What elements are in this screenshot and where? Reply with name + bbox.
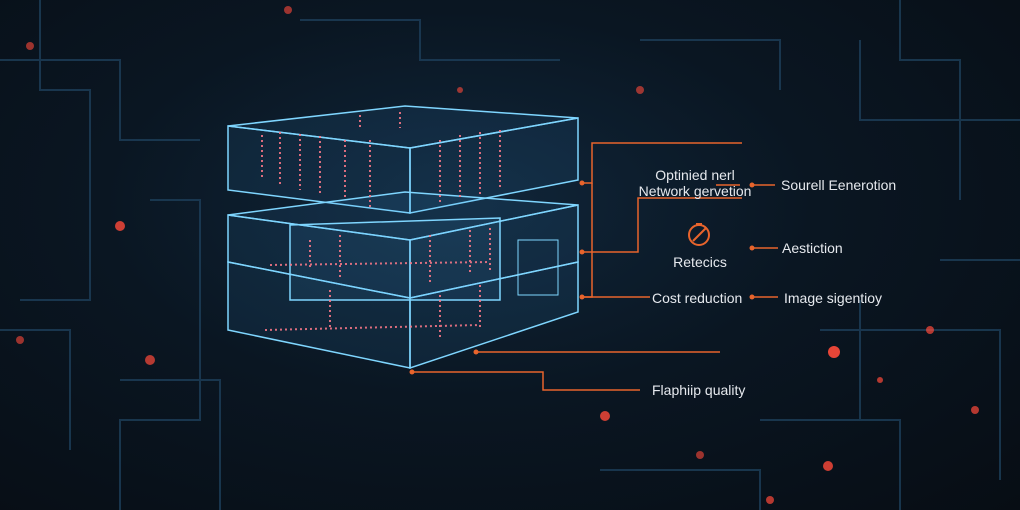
code-columns: [261, 112, 501, 340]
aestiction-label: Aestiction: [782, 240, 843, 256]
optimized-network-label: Optinied nerl Network gervetion: [630, 167, 760, 199]
top-slab-front-right: [409, 117, 579, 214]
cost-reduction-label: Cost reduction: [652, 290, 743, 306]
connector-lines: [412, 142, 778, 391]
inner-core: [289, 217, 501, 301]
optimized-line-1: Optinied nerl: [655, 167, 735, 183]
side-grid: [517, 239, 559, 296]
optimized-line-2: Network gervetion: [638, 183, 752, 199]
retecics-label: Retecics: [673, 254, 727, 270]
gauge-icon: [688, 223, 710, 246]
bottom-slab-front-right: [409, 261, 579, 370]
flagship-quality-label: Flaphiip quality: [652, 382, 746, 398]
source-generation-label: Sourell Eenerotion: [781, 177, 897, 193]
cube: [227, 105, 579, 370]
image-generation-label: Image sigentioy: [784, 290, 883, 306]
